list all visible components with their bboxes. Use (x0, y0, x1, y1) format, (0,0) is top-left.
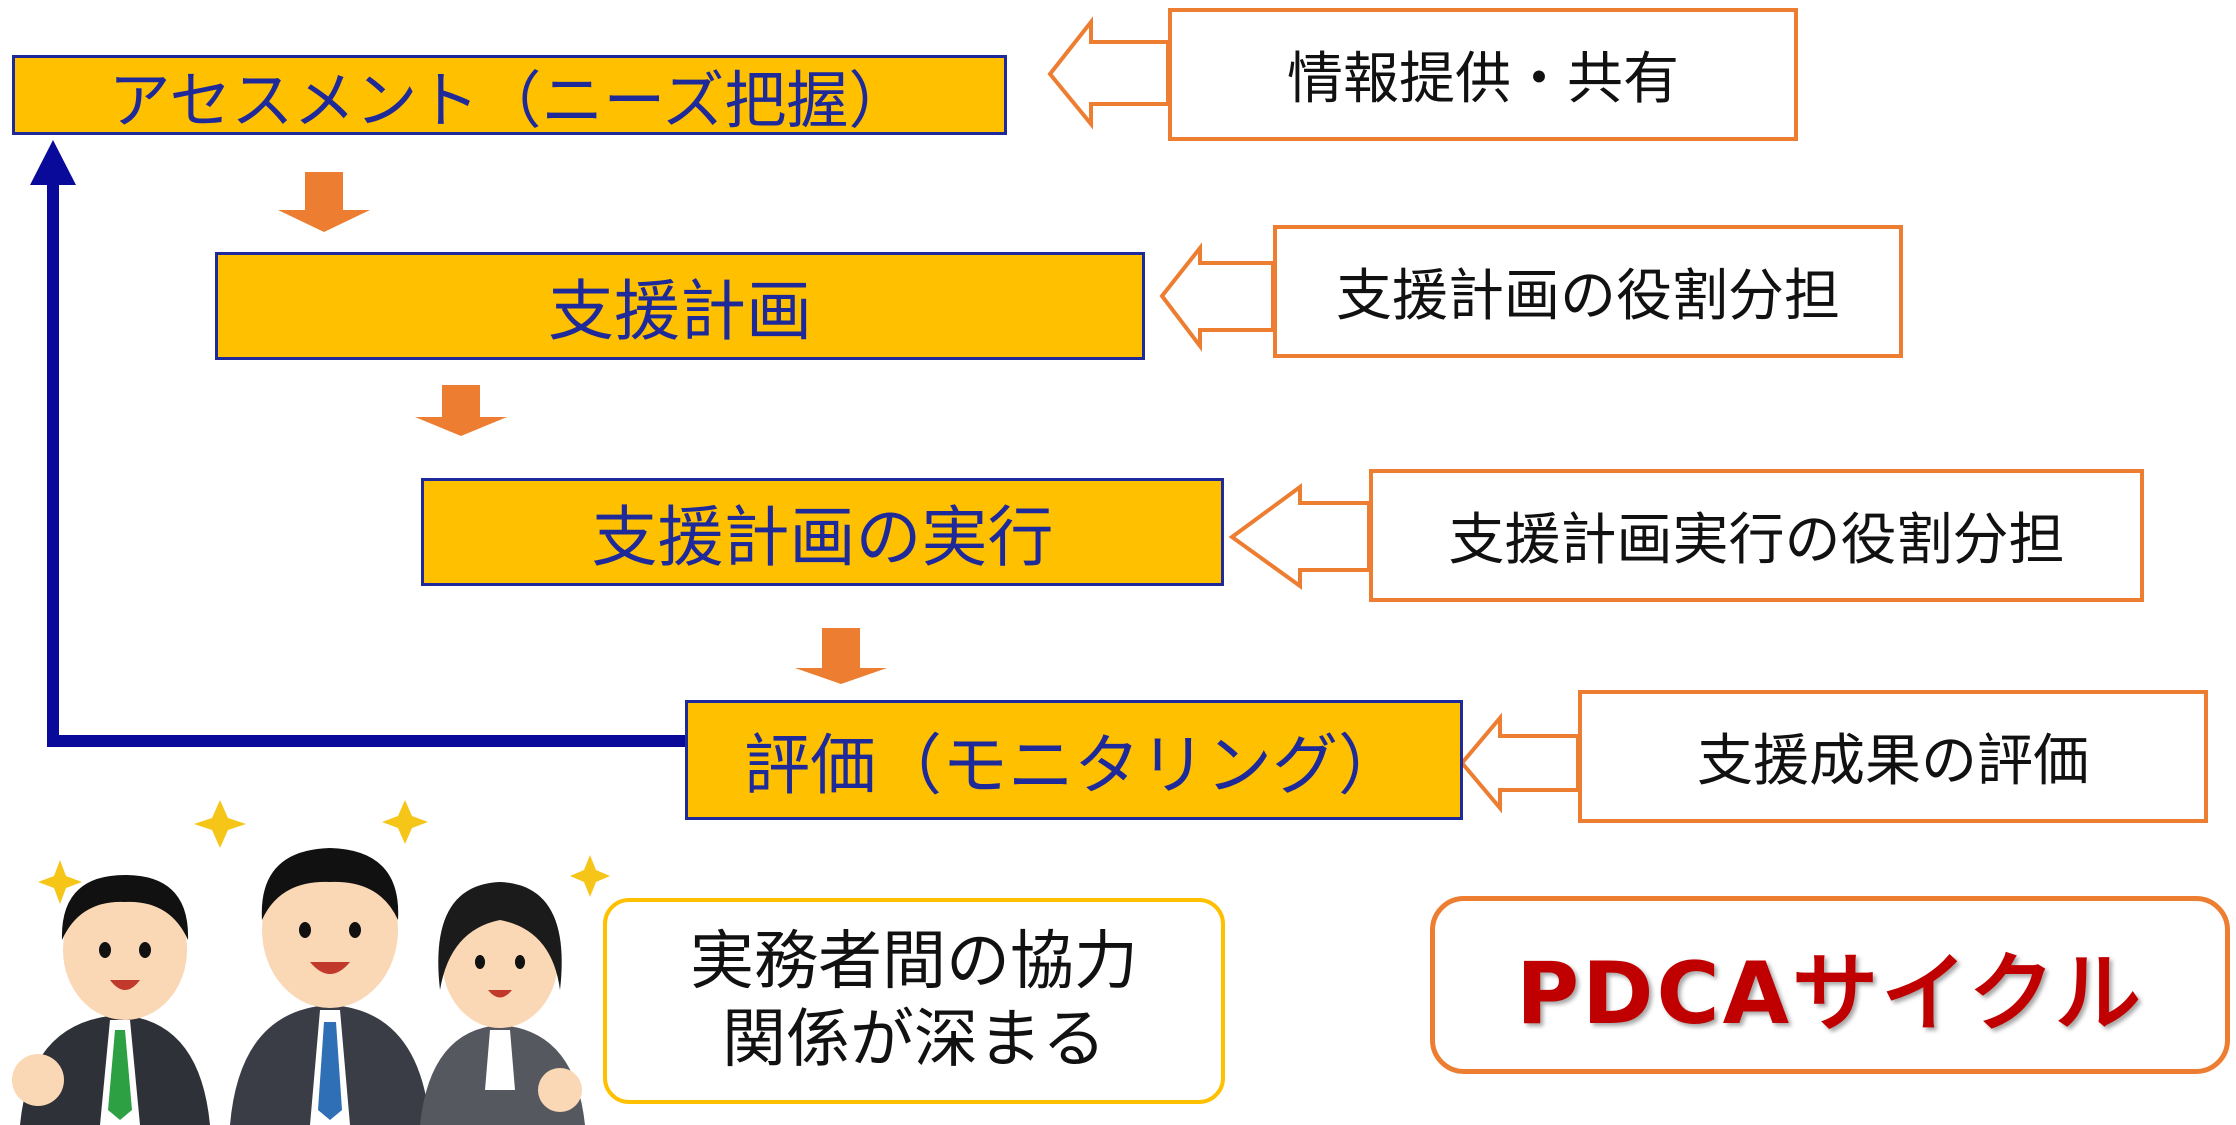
note-assessment: 情報提供・共有 (1168, 8, 1798, 141)
note-execute-label: 支援計画実行の役割分担 (1448, 508, 2065, 573)
note-evaluate-label: 支援成果の評価 (1697, 729, 2089, 794)
note-assessment-label: 情報提供・共有 (1287, 47, 1679, 112)
note-arrow-evaluate (1459, 712, 1580, 814)
step-assessment: アセスメント（ニーズ把握） (12, 55, 1007, 137)
step-plan: 支援計画 (215, 252, 1145, 360)
worker-center (230, 848, 430, 1125)
down-arrow-1 (278, 172, 370, 232)
pdca-cycle-text: PDCAサイクル (1516, 943, 2144, 1044)
note-plan: 支援計画の役割分担 (1273, 225, 1903, 358)
note-execute: 支援計画実行の役割分担 (1369, 469, 2144, 602)
down-arrow-2 (415, 385, 507, 436)
down-arrow-3 (795, 628, 887, 684)
sparkle-icons (38, 800, 610, 904)
step-execute: 支援計画の実行 (421, 478, 1224, 586)
note-arrow-assessment (1047, 16, 1170, 130)
step-assessment-label: アセスメント（ニーズ把握） (108, 64, 911, 137)
workers-illustration (12, 800, 610, 1125)
step-execute-label: 支援計画の実行 (591, 499, 1054, 576)
pdca-cycle-label: PDCAサイクル (1430, 896, 2230, 1074)
note-evaluate: 支援成果の評価 (1578, 690, 2208, 823)
step-evaluate-label: 評価（モニタリング） (744, 727, 1404, 804)
note-arrow-plan (1159, 242, 1275, 352)
step-plan-label: 支援計画 (548, 273, 812, 350)
note-plan-label: 支援計画の役割分担 (1336, 264, 1840, 329)
feedback-loop-arrow (47, 175, 690, 747)
cooperation-line-1: 実務者間の協力 (690, 924, 1138, 999)
worker-left (12, 875, 210, 1125)
step-evaluate: 評価（モニタリング） (685, 700, 1463, 820)
note-arrow-execute (1228, 483, 1371, 590)
feedback-loop-arrowhead (30, 140, 76, 185)
worker-right (420, 882, 585, 1125)
cooperation-line-2: 関係が深まる (722, 1003, 1106, 1077)
cooperation-box: 実務者間の協力 関係が深まる (603, 898, 1225, 1104)
